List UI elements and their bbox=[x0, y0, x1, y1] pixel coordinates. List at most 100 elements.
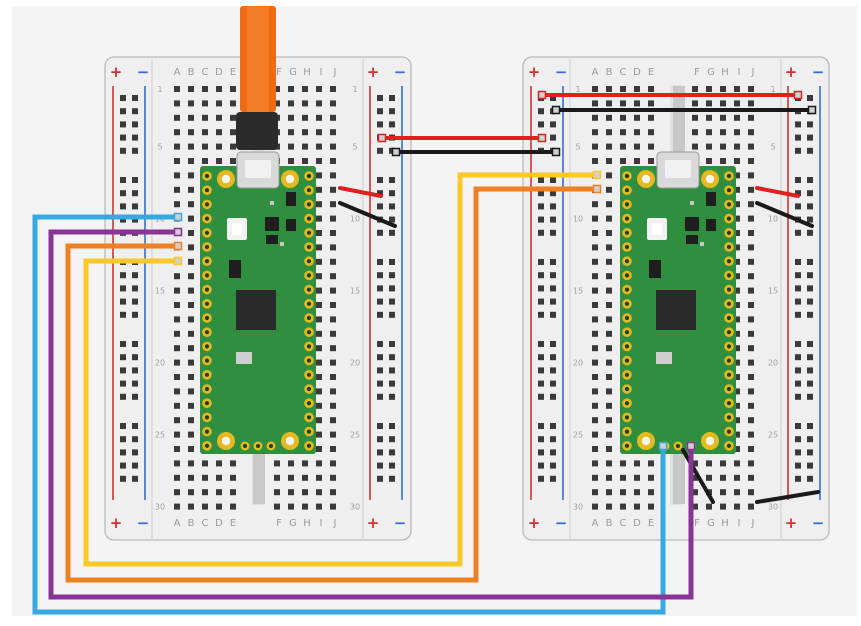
row-number: 25 bbox=[573, 431, 583, 440]
gpio-pin-hole bbox=[624, 173, 630, 179]
rail-hole bbox=[538, 367, 544, 374]
gpio-pin-hole bbox=[726, 259, 732, 264]
rail-hole bbox=[807, 177, 813, 183]
rail-hole bbox=[807, 95, 813, 101]
hole bbox=[230, 143, 236, 150]
gpio-pin-hole bbox=[306, 173, 312, 179]
jumper-black-bottom bbox=[681, 448, 715, 504]
rail-hole bbox=[389, 380, 395, 387]
hole bbox=[706, 503, 712, 510]
gpio-pin-hole bbox=[624, 244, 630, 250]
hole bbox=[592, 316, 598, 323]
gpio-pin-hole bbox=[624, 443, 630, 448]
hole bbox=[648, 158, 654, 164]
hole bbox=[174, 143, 180, 150]
rail-hole bbox=[550, 423, 556, 429]
hole bbox=[330, 446, 336, 452]
hole bbox=[706, 143, 712, 150]
hole bbox=[188, 446, 194, 452]
hole bbox=[748, 258, 754, 265]
hole bbox=[316, 100, 322, 107]
row-number: 30 bbox=[155, 503, 165, 512]
hole bbox=[188, 129, 194, 136]
rail-hole bbox=[377, 298, 383, 305]
component-chip bbox=[706, 192, 716, 206]
gpio-pin-hole bbox=[306, 401, 312, 406]
hole bbox=[606, 186, 612, 193]
hole bbox=[230, 114, 236, 121]
hole bbox=[188, 330, 194, 337]
hole bbox=[748, 489, 754, 496]
wire-end bbox=[173, 227, 183, 237]
hole bbox=[330, 431, 336, 438]
rail-hole bbox=[132, 423, 138, 429]
rail-hole bbox=[377, 121, 383, 128]
jumper-black-rail bbox=[755, 490, 820, 504]
wire-end bbox=[173, 256, 183, 266]
rail-hole bbox=[538, 203, 544, 210]
column-label: A bbox=[174, 518, 181, 529]
gpio-pin-hole bbox=[204, 301, 210, 306]
gpio-pin-hole bbox=[624, 216, 630, 221]
column-label: H bbox=[721, 518, 729, 529]
rail-hole bbox=[377, 341, 383, 347]
column-label: B bbox=[606, 67, 613, 78]
rail-hole bbox=[120, 311, 126, 318]
rail-hole bbox=[377, 229, 383, 236]
column-label: B bbox=[188, 67, 195, 78]
hole bbox=[734, 374, 740, 380]
hole bbox=[330, 258, 336, 265]
gpio-pin-hole bbox=[306, 330, 312, 335]
crystal bbox=[236, 352, 252, 364]
bootsel-button-cap bbox=[652, 223, 662, 235]
hole bbox=[592, 86, 598, 92]
gpio-pin-hole bbox=[306, 315, 312, 321]
rail-hole bbox=[377, 272, 383, 279]
rail-hole bbox=[538, 341, 544, 347]
hole bbox=[734, 345, 740, 352]
rail-hole bbox=[795, 423, 801, 429]
hole bbox=[216, 460, 222, 467]
hole bbox=[606, 158, 612, 164]
hole bbox=[748, 215, 754, 222]
gpio-pin-hole bbox=[204, 230, 210, 235]
column-label: F bbox=[276, 67, 282, 78]
hole bbox=[188, 230, 194, 236]
gpio-pin-hole bbox=[204, 216, 210, 221]
hole bbox=[692, 86, 698, 92]
hole bbox=[748, 244, 754, 251]
hole bbox=[188, 417, 194, 424]
hole bbox=[692, 100, 698, 107]
column-label: A bbox=[592, 518, 599, 529]
hole bbox=[692, 460, 698, 467]
rail-hole bbox=[807, 121, 813, 128]
gpio-pin-hole bbox=[624, 372, 630, 377]
hole bbox=[330, 215, 336, 222]
rail-hole bbox=[377, 259, 383, 265]
rail-plus-label: + bbox=[110, 514, 123, 532]
wire-end bbox=[537, 133, 547, 143]
rail-hole bbox=[120, 393, 126, 400]
rail-hole bbox=[807, 311, 813, 318]
hole bbox=[202, 503, 208, 510]
rail-hole bbox=[377, 203, 383, 210]
hole bbox=[174, 201, 180, 208]
rail-hole bbox=[120, 285, 126, 292]
hole bbox=[734, 474, 740, 481]
hole bbox=[748, 86, 754, 92]
rail-hole bbox=[550, 229, 556, 236]
gpio-pin-hole bbox=[726, 443, 732, 448]
column-label: I bbox=[738, 518, 741, 529]
row-number: 1 bbox=[352, 85, 357, 94]
hole bbox=[592, 143, 598, 150]
rail-hole bbox=[389, 108, 395, 115]
hole bbox=[316, 489, 322, 496]
rail-hole bbox=[550, 298, 556, 305]
rail-hole bbox=[807, 216, 813, 223]
column-label: F bbox=[694, 67, 700, 78]
gpio-pin-hole bbox=[306, 429, 312, 434]
row-number: 1 bbox=[157, 85, 162, 94]
rail-hole bbox=[120, 462, 126, 469]
hole bbox=[302, 460, 308, 467]
gpio-pin-hole bbox=[306, 259, 312, 264]
